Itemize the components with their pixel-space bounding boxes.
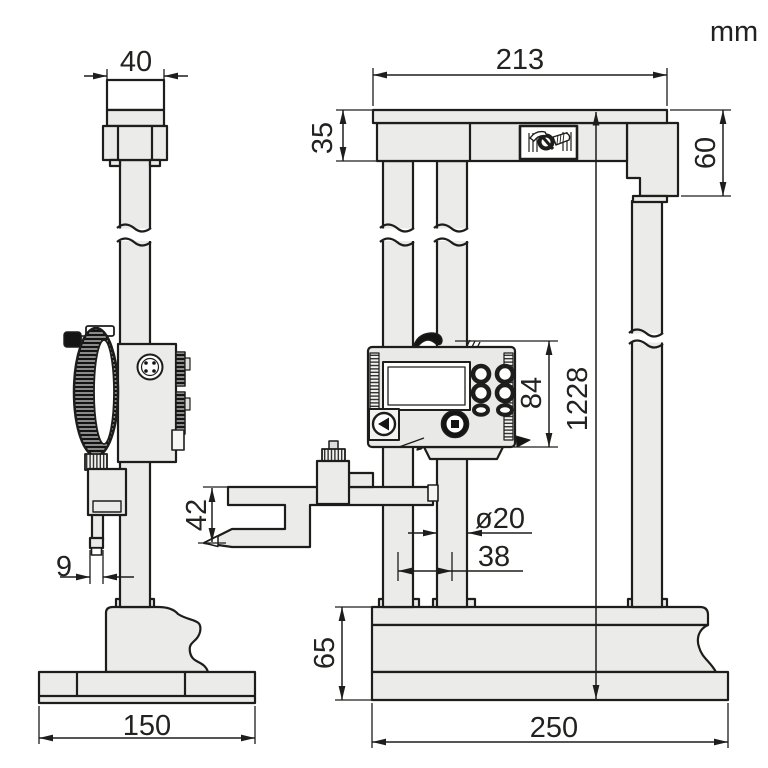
dim-9 xyxy=(60,550,134,584)
base-slab xyxy=(37,670,257,705)
dim-84 xyxy=(455,340,558,448)
break-mark xyxy=(116,223,152,247)
square-icon xyxy=(451,420,459,428)
display-unit xyxy=(366,332,531,502)
right-view xyxy=(202,108,730,702)
dim-1228 xyxy=(592,111,600,699)
dim-label-84: 84 xyxy=(516,377,548,409)
dim-150 xyxy=(38,706,256,744)
contact-point xyxy=(90,547,103,556)
base-left xyxy=(37,597,257,705)
rear-column xyxy=(630,199,664,609)
pedestal xyxy=(104,605,210,674)
dim-60 xyxy=(670,109,731,197)
dim-42 xyxy=(198,486,227,544)
dim-250 xyxy=(371,703,729,748)
dim-label-40: 40 xyxy=(120,46,152,78)
dim-label-35: 35 xyxy=(307,122,339,154)
hand-crank-icon xyxy=(518,124,579,161)
bottom-clamp-wedge xyxy=(515,435,531,448)
scriber-tip xyxy=(203,535,219,548)
top-clamp-lever xyxy=(412,332,443,350)
lower-flange xyxy=(422,445,505,461)
keypad-button xyxy=(470,382,492,404)
dim-35 xyxy=(336,109,376,162)
keypad-button xyxy=(472,403,490,417)
keypad-button xyxy=(494,363,516,385)
dimension-labels: mm 40 213 35 60 84 1228 42 9 ø20 38 65 1… xyxy=(56,16,758,744)
dim-label-150: 150 xyxy=(123,710,171,742)
keypad-button xyxy=(496,403,514,417)
dial-indicator xyxy=(63,325,191,464)
dimension-graphics xyxy=(38,68,731,748)
bezel-knob xyxy=(63,331,82,348)
keypad-button xyxy=(494,382,516,404)
unit-label: mm xyxy=(710,16,758,48)
arm-clamp-block xyxy=(315,459,351,506)
dial-face-edge xyxy=(93,339,115,445)
base-right xyxy=(370,605,730,702)
dim-label-9: 9 xyxy=(56,551,72,583)
spindle-clamp xyxy=(84,453,128,556)
dim-label-65: 65 xyxy=(309,637,341,669)
dim-label-42: 42 xyxy=(181,499,213,531)
dim-65 xyxy=(335,606,372,701)
break-marks xyxy=(379,223,664,349)
dim-40 xyxy=(84,69,188,81)
left-view xyxy=(37,78,257,705)
top-beam xyxy=(371,108,680,204)
dim-label-dia20: ø20 xyxy=(475,503,525,535)
top-block xyxy=(105,78,166,112)
keypad xyxy=(470,363,516,417)
clamp-knob xyxy=(84,453,108,471)
dim-label-60: 60 xyxy=(690,137,722,169)
scriber-arm-assembly xyxy=(202,440,435,549)
dim-label-250: 250 xyxy=(530,712,578,744)
beam-body xyxy=(375,121,629,163)
dim-dia20 xyxy=(408,529,532,537)
dim-38 xyxy=(397,552,523,581)
dim-label-213: 213 xyxy=(496,44,544,76)
top-clamp-head xyxy=(101,78,169,168)
dim-label-1228: 1228 xyxy=(562,367,594,432)
left-triangle-icon xyxy=(378,417,389,431)
beam-top-plate xyxy=(371,108,669,125)
dim-label-38: 38 xyxy=(478,541,510,573)
keypad-button xyxy=(470,363,492,385)
dim-213 xyxy=(372,68,668,106)
probe-shaft xyxy=(88,536,105,550)
